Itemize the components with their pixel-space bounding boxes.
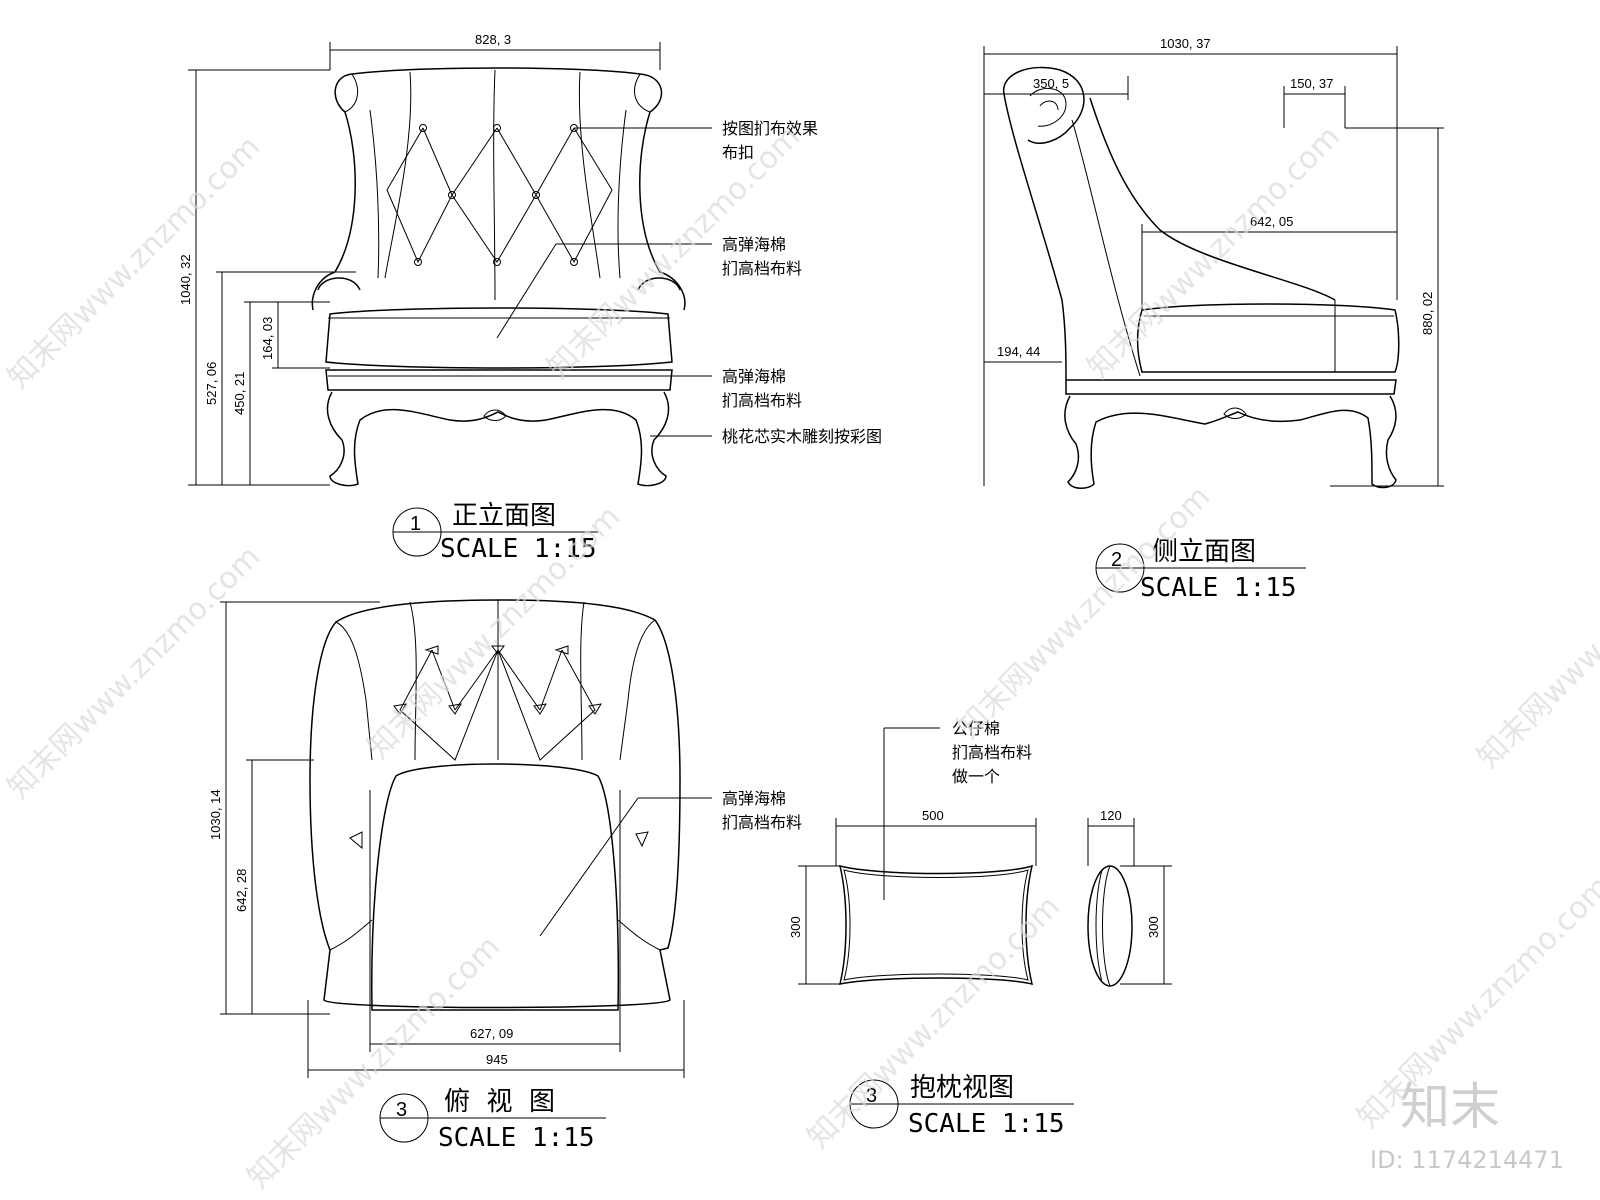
watermark-text: 知末网www.znzmo.com: [1, 129, 267, 395]
dim-side-back-roll: 350, 5: [1033, 76, 1069, 91]
watermark-text: 知末网www.znzmo.com: [1081, 119, 1347, 385]
front-view-number: 1: [410, 513, 421, 535]
note-top-foam: 高弹海棉: [722, 789, 786, 808]
side-view-number: 2: [1111, 549, 1122, 571]
dim-front-width: 828, 3: [475, 32, 511, 47]
side-elevation: 1030, 37 350, 5 150, 37 642, 05 880, 02 …: [983, 36, 1444, 603]
note-front-fabric-effect: 按图扪布效果: [722, 119, 818, 138]
dim-pillow-height: 300: [788, 916, 803, 938]
dim-side-depth: 1030, 37: [1160, 36, 1211, 51]
top-chair-drawing: [309, 599, 681, 1011]
dim-front-seat-height: 450, 21: [232, 372, 247, 415]
pillow-side-drawing: [1087, 865, 1133, 987]
front-chair-drawing: [311, 67, 686, 487]
watermark-id: ID: 1174214471: [1370, 1146, 1564, 1174]
note-front-foam-2: 高弹海棉: [722, 367, 786, 386]
watermark-text: 知末网www.znzmo.com: [1471, 509, 1600, 775]
watermark-logo: 知末: [1400, 1079, 1500, 1135]
note-top-fabric: 扪高档布料: [722, 813, 802, 832]
note-front-foam-1: 高弹海棉: [722, 235, 786, 254]
note-front-fabric-2: 扪高档布料: [722, 391, 802, 410]
watermark-text: 知末网www.znzmo.com: [241, 929, 507, 1195]
top-view: 1030, 14 642, 28 627, 09 945 高弹海: [208, 599, 802, 1153]
dim-side-height: 880, 02: [1420, 292, 1435, 335]
note-front-button: 布扣: [722, 143, 754, 162]
note-pillow-filling: 公仔棉: [952, 719, 1000, 738]
watermark-text: 知末网www.znzmo.com: [951, 479, 1217, 745]
top-view-number: 3: [396, 1099, 407, 1121]
dim-front-height: 1040, 32: [178, 254, 193, 305]
note-front-wood-carving: 桃花芯实木雕刻按彩图: [722, 427, 882, 446]
pillow-view: 500 300 120 300 公仔棉 扪高档布料 做一个 3 抱枕视图: [788, 719, 1172, 1139]
pillow-view-number: 3: [866, 1085, 877, 1107]
front-elevation: 828, 3 1040, 32 527, 06 450, 21 164, 03: [178, 32, 882, 564]
front-view-title: 正立面图: [452, 501, 556, 531]
dim-top-depth: 1030, 14: [208, 789, 223, 840]
dim-pillow-width: 500: [922, 808, 944, 823]
top-view-scale: SCALE 1:15: [438, 1123, 595, 1153]
watermark-text: 知末网www.znzmo.com: [1, 539, 267, 805]
dim-pillow-side-height: 300: [1146, 916, 1161, 938]
note-pillow-fabric: 扪高档布料: [952, 743, 1032, 762]
side-view-scale: SCALE 1:15: [1140, 573, 1297, 603]
dim-front-arm-height: 527, 06: [204, 362, 219, 405]
pillow-view-scale: SCALE 1:15: [908, 1109, 1065, 1139]
dim-top-seat-depth: 642, 28: [234, 869, 249, 912]
top-view-title: 俯 视 图: [444, 1087, 555, 1117]
pillow-view-title: 抱枕视图: [910, 1073, 1014, 1103]
pillow-front-drawing: [838, 864, 1034, 986]
dim-side-seat-depth: 642, 05: [1250, 214, 1293, 229]
note-pillow-quantity: 做一个: [952, 767, 1000, 786]
dim-side-seat-level: 194, 44: [997, 344, 1040, 359]
front-view-scale: SCALE 1:15: [440, 534, 597, 564]
side-chair-drawing: [1003, 66, 1400, 489]
note-front-fabric-1: 扪高档布料: [722, 259, 802, 278]
dim-top-width: 945: [486, 1052, 508, 1067]
dim-top-seat-width: 627, 09: [470, 1026, 513, 1041]
dim-pillow-thickness: 120: [1100, 808, 1122, 823]
watermark-layer: 知末网www.znzmo.com 知末网www.znzmo.com 知末网www…: [1, 119, 1600, 1195]
dim-side-front-offset: 150, 37: [1290, 76, 1333, 91]
side-view-title: 侧立面图: [1152, 537, 1256, 567]
dim-front-cushion: 164, 03: [260, 317, 275, 360]
